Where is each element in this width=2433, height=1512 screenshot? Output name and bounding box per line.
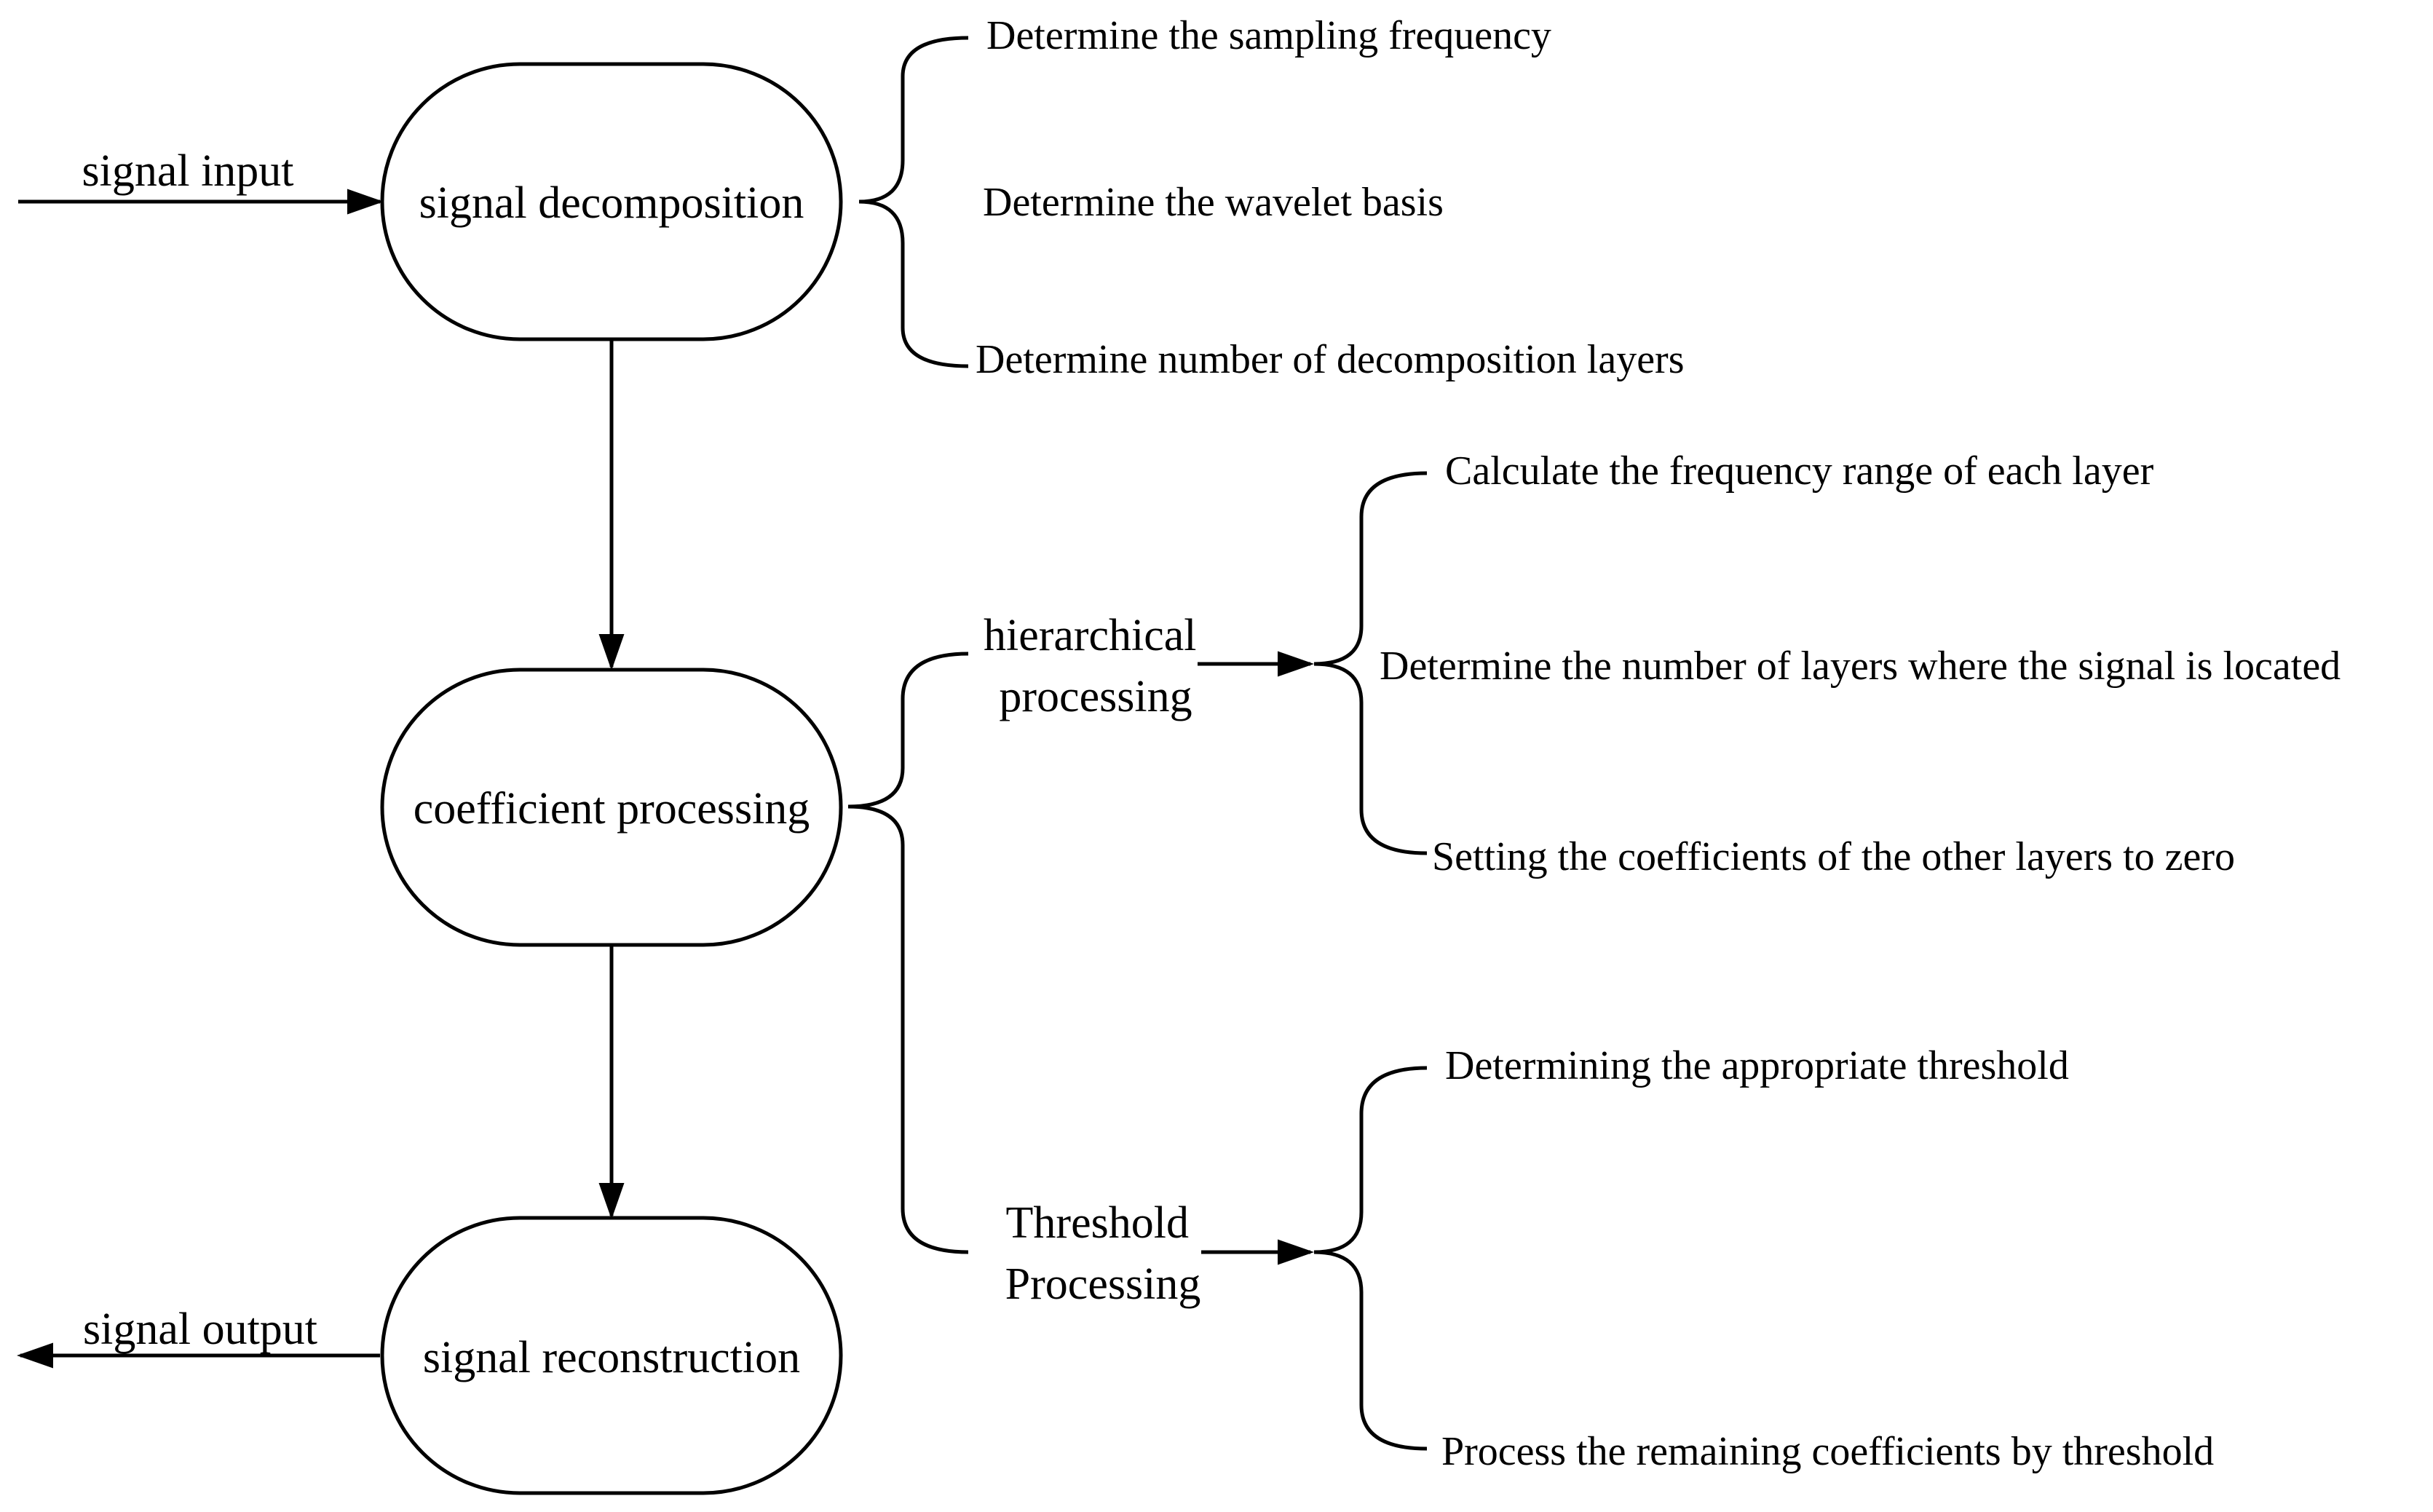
signal-reconstruction-label: signal reconstruction — [423, 1333, 800, 1382]
decomposition-step-1: Determine the sampling frequency — [986, 13, 1551, 58]
hierarchical-steps-brace — [1313, 471, 1428, 855]
hierarchical-step-2: Determine the number of layers where the… — [1380, 644, 2341, 689]
threshold-processing-line1: Threshold — [1006, 1198, 1189, 1248]
coefficient-processing-label: coefficient processing — [414, 784, 810, 834]
threshold-steps-brace — [1313, 1066, 1428, 1451]
decomposition-steps-brace — [858, 36, 969, 368]
signal-output-label: signal output — [83, 1305, 317, 1354]
hierarchical-processing-line1: hierarchical — [984, 611, 1197, 660]
signal-reconstruction-node — [380, 1216, 843, 1495]
hierarchical-step-3: Setting the coefficients of the other la… — [1432, 834, 2235, 879]
decomposition-step-2: Determine the wavelet basis — [983, 180, 1444, 225]
hierarchical-processing-label: hierarchical processing — [984, 611, 1208, 721]
threshold-step-1: Determining the appropriate threshold — [1445, 1043, 2069, 1088]
hierarchical-processing-line2: processing — [999, 672, 1192, 721]
threshold-processing-label: Threshold Processing — [1005, 1198, 1201, 1309]
threshold-step-2: Process the remaining coefficients by th… — [1441, 1429, 2214, 1474]
signal-decomposition-label: signal decomposition — [419, 178, 804, 228]
signal-input-label: signal input — [82, 146, 293, 196]
coefficient-branches-brace — [847, 652, 969, 1254]
decomposition-step-3: Determine number of decomposition layers — [976, 337, 1685, 382]
threshold-processing-line2: Processing — [1005, 1259, 1201, 1309]
hierarchical-step-1: Calculate the frequency range of each la… — [1445, 448, 2154, 494]
